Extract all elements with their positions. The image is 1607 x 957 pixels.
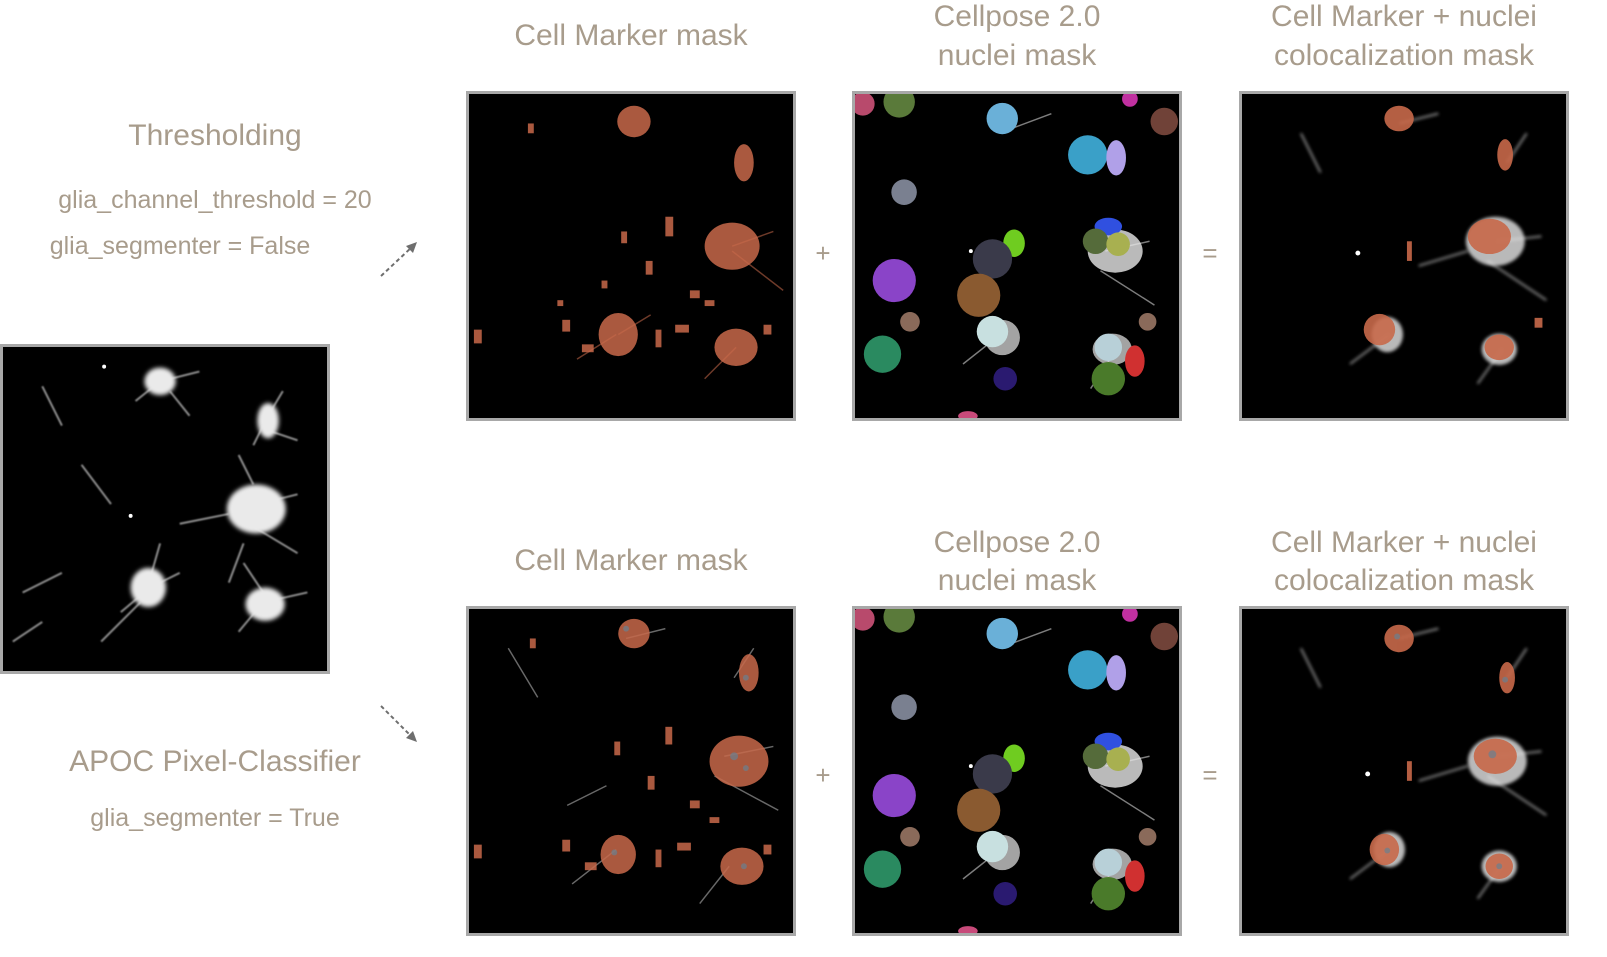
thresholding-param-segmenter: glia_segmenter = False	[49, 232, 311, 260]
row2-marker-mask-image	[466, 606, 796, 936]
row2-coloc-title-line2: colocalization mask	[1273, 564, 1535, 597]
row1-nuclei-title-line2: nuclei mask	[937, 39, 1097, 72]
row1-colocalization-mask-image	[1239, 91, 1569, 421]
row1-coloc-title-line2: colocalization mask	[1273, 39, 1535, 72]
row2-colocalization-mask-image	[1239, 606, 1569, 936]
source-glia-image	[0, 344, 330, 674]
row1-equals-sign: =	[1202, 238, 1218, 268]
arrow-up-right-icon	[380, 242, 417, 277]
apoc-param-segmenter: glia_segmenter = True	[90, 804, 340, 832]
row1-plus-sign: +	[815, 238, 831, 268]
thresholding-param-threshold: glia_channel_threshold = 20	[58, 186, 372, 214]
row2-plus-sign: +	[815, 760, 831, 790]
row1-nuclei-mask-image	[852, 91, 1182, 421]
thresholding-title: Thresholding	[128, 119, 302, 152]
row2-nuclei-title-line2: nuclei mask	[937, 564, 1097, 597]
row2-nuclei-title-line1: Cellpose 2.0	[933, 526, 1101, 559]
apoc-title: APOC Pixel-Classifier	[69, 745, 361, 778]
row1-nuclei-title-line1: Cellpose 2.0	[933, 0, 1101, 33]
row1-marker-title: Cell Marker mask	[514, 19, 748, 52]
row2-coloc-title-line1: Cell Marker + nuclei	[1271, 526, 1537, 559]
row1-marker-mask-image	[466, 91, 796, 421]
row2-nuclei-mask-image	[852, 606, 1182, 936]
arrow-down-right-icon	[380, 705, 417, 742]
row1-coloc-title-line1: Cell Marker + nuclei	[1271, 0, 1537, 33]
row2-marker-title: Cell Marker mask	[514, 544, 748, 577]
row2-equals-sign: =	[1202, 760, 1218, 790]
